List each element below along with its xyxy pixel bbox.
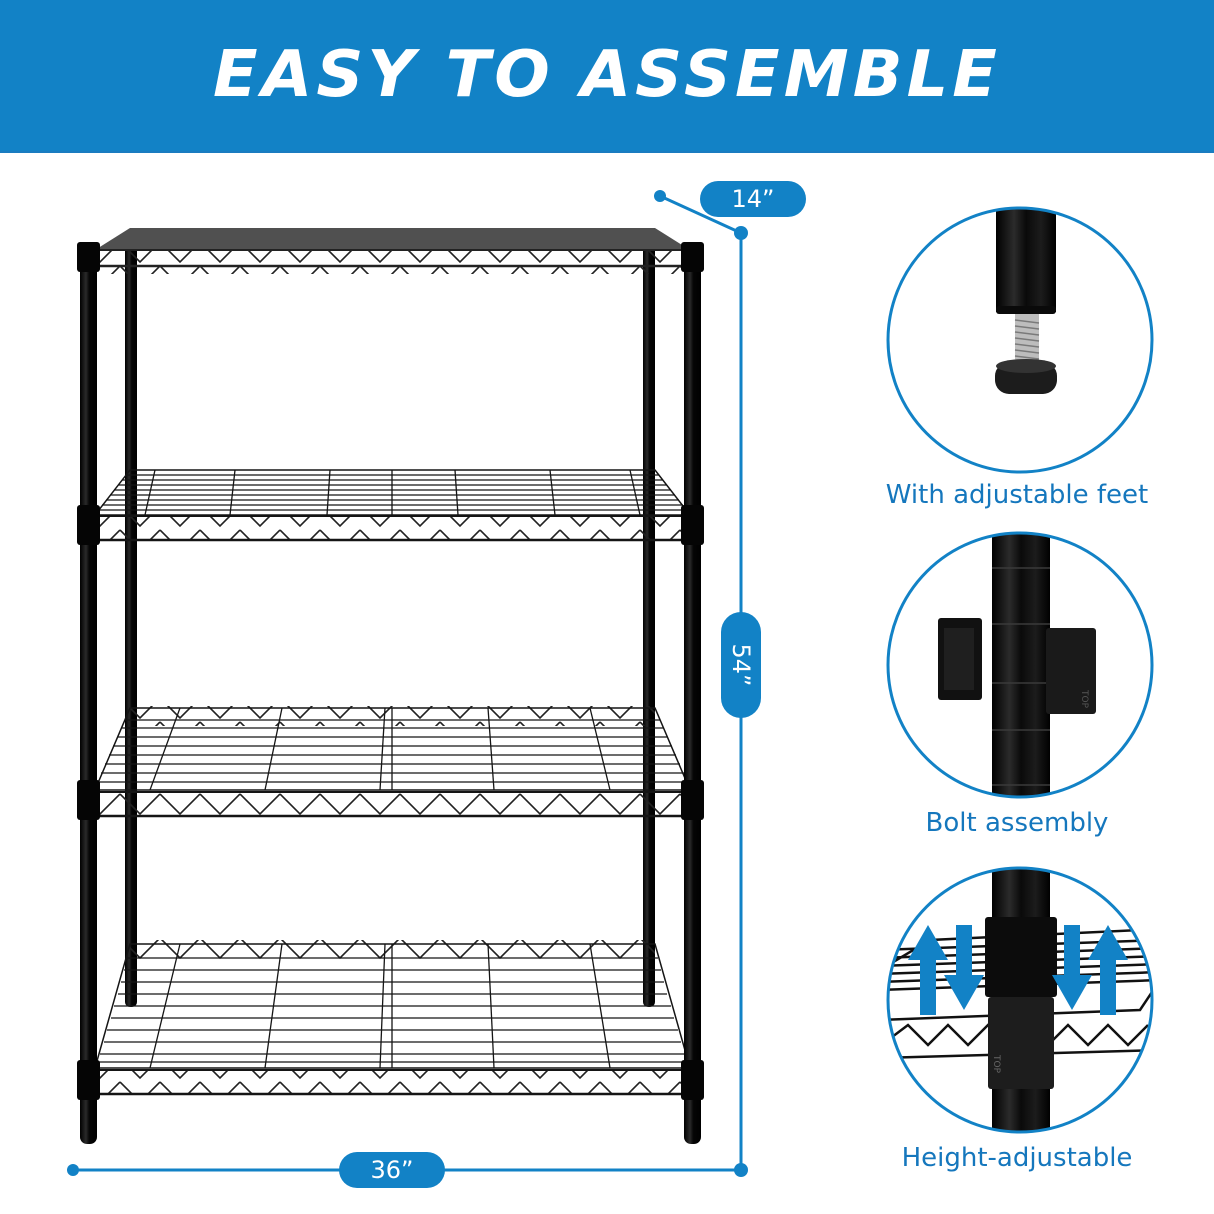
width-dimension-badge: 36” bbox=[339, 1152, 445, 1188]
svg-text:TOP: TOP bbox=[1079, 689, 1089, 709]
banner-divider bbox=[0, 151, 1214, 153]
adjustable-foot-icon bbox=[886, 206, 1154, 474]
shelf-3 bbox=[93, 706, 692, 818]
shelf-2 bbox=[93, 469, 692, 542]
height-dimension-label: 54” bbox=[727, 643, 755, 687]
height-dimension-badge: 54” bbox=[721, 612, 761, 718]
svg-text:TOP: TOP bbox=[991, 1054, 1001, 1074]
shelf-4 bbox=[94, 940, 691, 1096]
shelf-top bbox=[95, 228, 690, 274]
header-banner bbox=[0, 0, 1214, 151]
back-posts bbox=[125, 232, 655, 1007]
feature-caption-adjustable-feet: With adjustable feet bbox=[885, 480, 1149, 510]
banner-title: EASY TO ASSEMBLE bbox=[213, 38, 1001, 112]
bolt-sleeve-icon: TOP bbox=[886, 531, 1154, 799]
height-adjust-arrows-icon: TOP bbox=[886, 866, 1154, 1134]
front-posts bbox=[77, 242, 704, 1144]
feature-caption-height-adjustable: Height-adjustable bbox=[901, 1143, 1133, 1173]
feature-caption-bolt-assembly: Bolt assembly bbox=[925, 808, 1109, 838]
depth-dimension-badge: 14” bbox=[700, 181, 806, 217]
